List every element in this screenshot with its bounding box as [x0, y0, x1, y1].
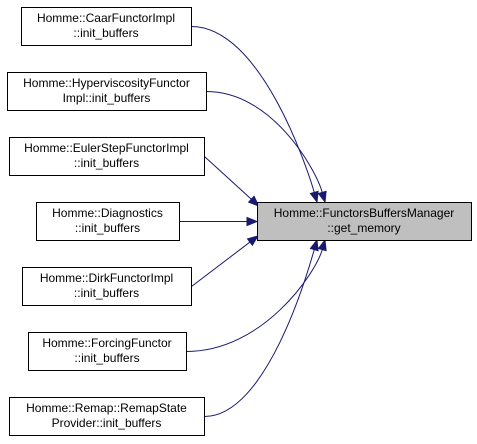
- caller-node-5-label-line-2: ::init_buffers: [74, 286, 139, 300]
- caller-node-2-box: [7, 72, 207, 111]
- target-node-label-line-2: ::get_memory: [327, 221, 400, 235]
- caller-node-4[interactable]: Homme::Diagnostics::init_buffers: [36, 202, 180, 241]
- caller-node-5-box: [22, 267, 192, 306]
- caller-node-6[interactable]: Homme::ForcingFunctor::init_buffers: [28, 332, 187, 371]
- caller-node-7-box: [9, 397, 205, 436]
- edge-7: [204, 249, 315, 417]
- caller-node-3-label-line-1: Homme::EulerStepFunctorImpl: [24, 141, 189, 155]
- caller-node-2-label-line-1: Homme::HyperviscosityFunctor: [23, 76, 190, 90]
- caller-node-3-box: [9, 137, 205, 176]
- arrowhead-7: [309, 238, 319, 252]
- caller-node-7-label-line-1: Homme::Remap::RemapState: [26, 401, 187, 415]
- caller-node-1-box: [21, 7, 192, 46]
- caller-node-7-label-line-2: Provider::init_buffers: [52, 416, 162, 430]
- arrowhead-6: [317, 238, 327, 252]
- caller-node-2-label-line-2: Impl::init_buffers: [63, 91, 151, 105]
- caller-node-1-label-line-2: ::init_buffers: [73, 26, 138, 40]
- edge-1: [191, 26, 315, 193]
- arrowhead-2: [317, 190, 327, 204]
- arrowhead-5: [246, 235, 259, 247]
- arrowhead-4: [246, 216, 259, 227]
- caller-node-6-label-line-2: ::init_buffers: [74, 351, 139, 365]
- caller-node-3-label-line-2: ::init_buffers: [74, 156, 139, 170]
- caller-node-6-label-line-1: Homme::ForcingFunctor: [42, 336, 171, 350]
- edges: [179, 26, 327, 417]
- edge-2: [206, 91, 323, 193]
- caller-node-5[interactable]: Homme::DirkFunctorImpl::init_buffers: [22, 267, 192, 306]
- nodes: Homme::CaarFunctorImpl::init_buffersHomm…: [7, 7, 472, 436]
- caller-node-6-box: [28, 332, 187, 371]
- target-node[interactable]: Homme::FunctorsBuffersManager::get_memor…: [257, 202, 472, 241]
- caller-node-3[interactable]: Homme::EulerStepFunctorImpl::init_buffer…: [9, 137, 205, 176]
- edge-6: [186, 249, 323, 352]
- arrowhead-1: [309, 190, 319, 204]
- caller-node-1-label-line-1: Homme::CaarFunctorImpl: [37, 11, 175, 25]
- edge-5: [191, 241, 251, 287]
- caller-node-2[interactable]: Homme::HyperviscosityFunctorImpl::init_b…: [7, 72, 207, 111]
- target-node-box: [257, 202, 472, 241]
- edge-3: [204, 156, 252, 200]
- arrowhead-3: [247, 195, 260, 207]
- target-node-label-line-1: Homme::FunctorsBuffersManager: [274, 206, 455, 220]
- caller-node-4-label-line-2: ::init_buffers: [75, 221, 140, 235]
- caller-node-5-label-line-1: Homme::DirkFunctorImpl: [40, 271, 173, 285]
- caller-node-4-box: [36, 202, 180, 241]
- caller-node-1[interactable]: Homme::CaarFunctorImpl::init_buffers: [21, 7, 192, 46]
- caller-node-4-label-line-1: Homme::Diagnostics: [52, 206, 163, 220]
- caller-node-7[interactable]: Homme::Remap::RemapStateProvider::init_b…: [9, 397, 205, 436]
